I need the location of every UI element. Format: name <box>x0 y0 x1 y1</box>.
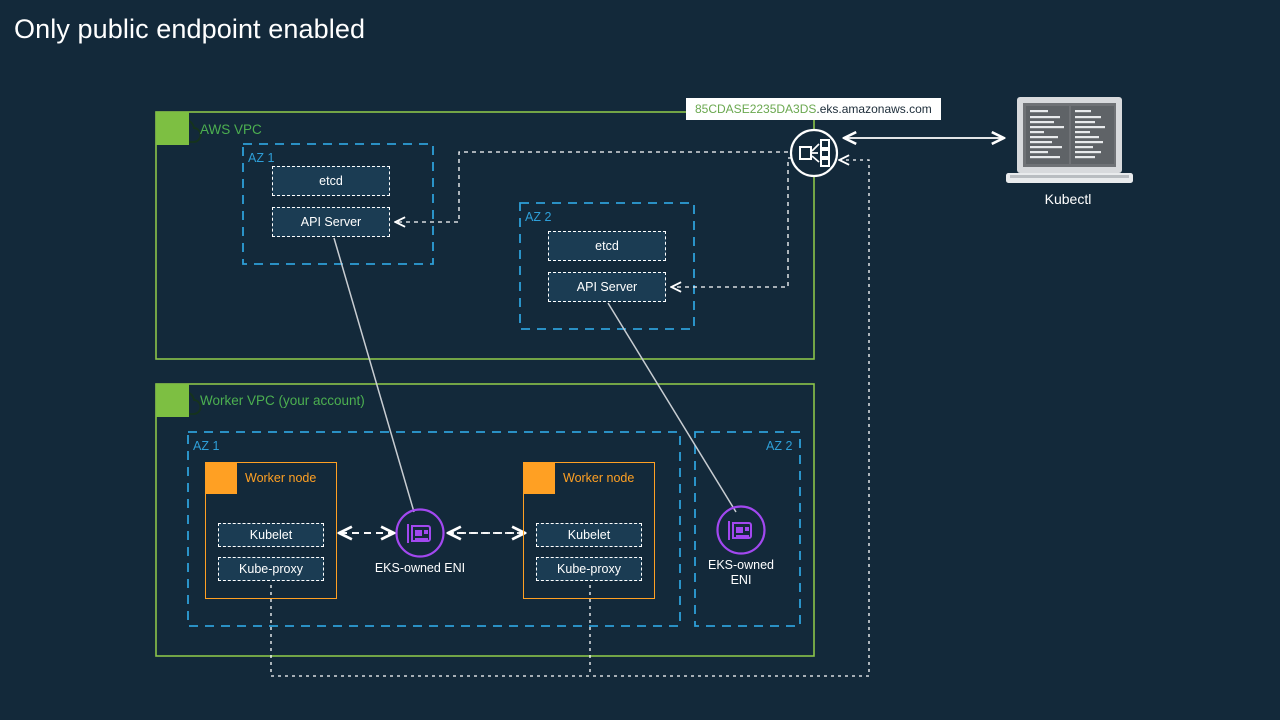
worker-vpc-boundary <box>155 383 815 657</box>
page-title: Only public endpoint enabled <box>14 14 366 44</box>
worker-az1-boundary <box>187 431 681 627</box>
az1-apiserver-to-eni1-line <box>333 237 415 513</box>
endpoint-url-chip[interactable]: 85CDASE2235DA3DS.eks.amazonaws.com <box>686 98 941 120</box>
worker-node-2-kubeproxy-box[interactable]: Kube-proxy <box>536 557 642 581</box>
aws-az2-boundary <box>519 202 695 330</box>
aws-vpc-boundary <box>155 111 815 360</box>
worker-vpc-label: Worker VPC (your account) <box>200 393 365 408</box>
eni-1-label: EKS-owned ENI <box>374 561 466 575</box>
endpoint-domain: .eks.amazonaws.com <box>816 102 932 116</box>
worker-node-1-chip-icon <box>205 462 237 494</box>
eni-1-icon <box>395 508 445 558</box>
worker-node-1-kubeproxy-box[interactable]: Kube-proxy <box>218 557 324 581</box>
worker-node-1-label: Worker node <box>245 471 317 485</box>
aws-az2-etcd-box[interactable]: etcd <box>548 231 666 261</box>
kubelet-to-endpoint-return-path <box>270 160 870 677</box>
aws-vpc-icon <box>156 112 189 145</box>
aws-vpc-label: AWS VPC <box>200 122 262 137</box>
aws-az1-label: AZ 1 <box>248 151 275 165</box>
worker-node-2-chip-icon <box>523 462 555 494</box>
worker-node-2-label: Worker node <box>563 471 635 485</box>
az2-apiserver-to-eni2-line <box>607 302 737 513</box>
endpoint-distribution-icon[interactable] <box>789 128 839 178</box>
aws-az2-apiserver-box[interactable]: API Server <box>548 272 666 302</box>
endpoint-to-az1-apiserver-path <box>396 151 788 222</box>
eni-2-label: EKS-owned ENI <box>707 558 774 587</box>
worker-node-2-kubelet-box[interactable]: Kubelet <box>536 523 642 547</box>
endpoint-to-az2-apiserver-path <box>672 157 800 287</box>
worker-vpc-icon <box>156 384 189 417</box>
worker-az2-label: AZ 2 <box>766 439 793 453</box>
worker-node-1[interactable] <box>205 462 337 599</box>
aws-az1-boundary <box>242 143 434 265</box>
endpoint-cluster-id: 85CDASE2235DA3DS <box>695 102 817 116</box>
aws-az1-apiserver-box[interactable]: API Server <box>272 207 390 237</box>
eni-2-icon <box>716 505 766 555</box>
laptop-terminal-icon <box>1006 97 1133 183</box>
worker-node-2[interactable] <box>523 462 655 599</box>
aws-az2-label: AZ 2 <box>525 210 552 224</box>
worker-az2-boundary <box>694 431 801 627</box>
worker-node-1-kubelet-box[interactable]: Kubelet <box>218 523 324 547</box>
worker-az1-label: AZ 1 <box>193 439 220 453</box>
aws-az1-etcd-box[interactable]: etcd <box>272 166 390 196</box>
kubectl-label: Kubectl <box>1044 191 1092 207</box>
